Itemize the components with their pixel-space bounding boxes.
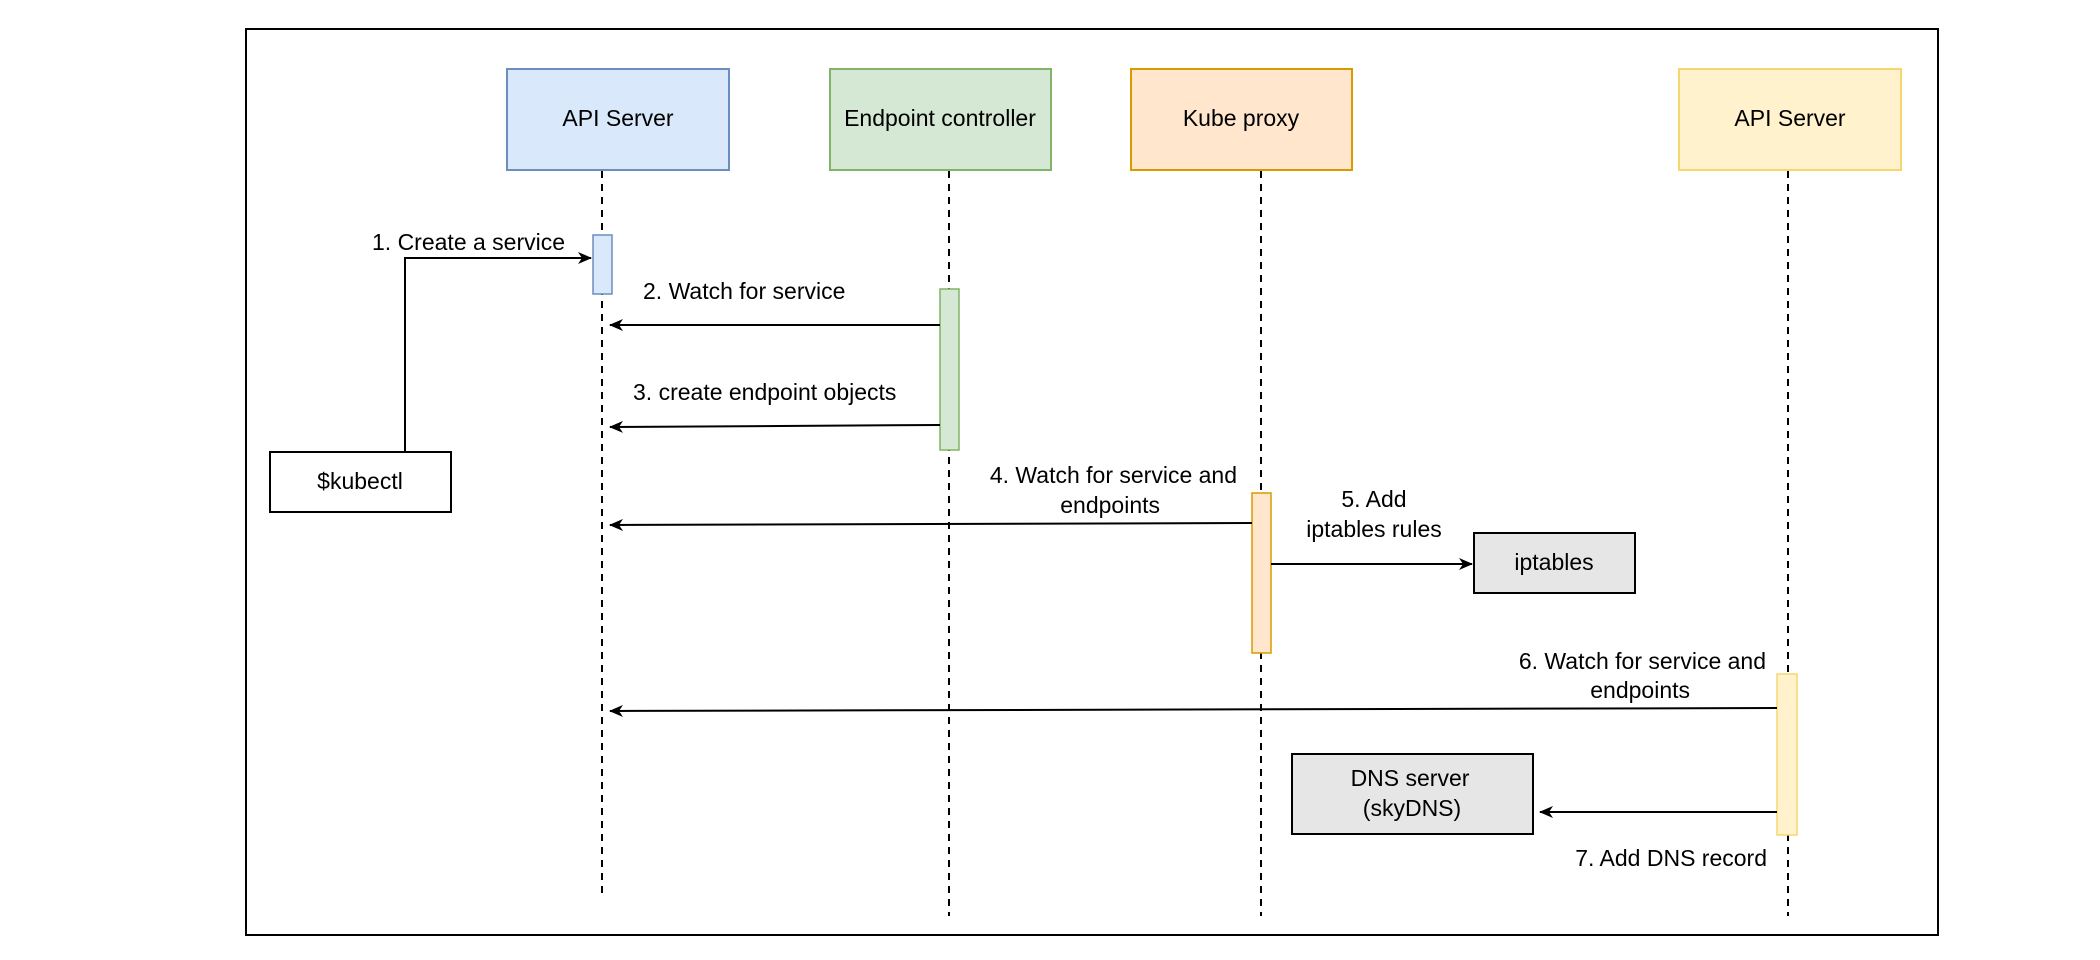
message-4-label-line1: 4. Watch for service and: [990, 462, 1237, 488]
dns-server-label-line1: DNS server: [1351, 765, 1470, 791]
participant-kube-proxy-label: Kube proxy: [1183, 105, 1300, 131]
message-1-label: 1. Create a service: [372, 229, 565, 255]
dns-server-box-rect: [1291, 753, 1534, 835]
kubectl-label: $kubectl: [317, 468, 403, 494]
message-2-label: 2. Watch for service: [643, 278, 845, 304]
participant-endpoint-controller: Endpoint controller: [829, 68, 1052, 171]
message-5-label-line2: iptables rules: [1306, 516, 1442, 542]
message-7-label: 7. Add DNS record: [1575, 845, 1767, 871]
participant-api-server-2: API Server: [1678, 68, 1902, 171]
participant-endpoint-controller-box: [829, 68, 1052, 171]
iptables-label: iptables: [1514, 549, 1593, 575]
message-3-label: 3. create endpoint objects: [633, 379, 896, 405]
participant-endpoint-controller-label: Endpoint controller: [844, 105, 1036, 131]
participant-api-server-2-label: API Server: [1734, 105, 1846, 131]
message-3-arrow: [609, 420, 941, 433]
participant-api-server-2-box: [1678, 68, 1902, 171]
dns-server-box: DNS server (skyDNS): [1291, 753, 1534, 835]
participant-kube-proxy: Kube proxy: [1130, 68, 1353, 171]
iptables-box: iptables: [1473, 532, 1636, 594]
message-4-label-line2: endpoints: [1060, 492, 1160, 518]
activation-endpoint-controller: [939, 288, 960, 451]
kubectl-box: $kubectl: [269, 451, 452, 513]
activation-api-server-2: [1776, 673, 1798, 836]
message-6-label-line1: 6. Watch for service and: [1519, 648, 1766, 674]
message-4-arrow: [609, 518, 1253, 531]
participant-api-server-label: API Server: [562, 105, 674, 131]
participant-api-server: API Server: [506, 68, 730, 171]
message-6-arrow: [609, 704, 1778, 717]
activation-api-server: [592, 234, 613, 295]
participant-api-server-box: [506, 68, 730, 171]
message-5-label-line1: 5. Add: [1341, 486, 1406, 512]
activation-kube-proxy: [1251, 492, 1272, 654]
message-6-label-line2: endpoints: [1590, 677, 1690, 703]
iptables-box-rect: [1473, 532, 1636, 594]
kubectl-box-rect: [269, 451, 452, 513]
message-1-arrow: [404, 252, 592, 452]
participant-kube-proxy-box: [1130, 68, 1353, 171]
diagram-frame: [245, 28, 1939, 936]
dns-server-label-line2: (skyDNS): [1363, 795, 1461, 821]
